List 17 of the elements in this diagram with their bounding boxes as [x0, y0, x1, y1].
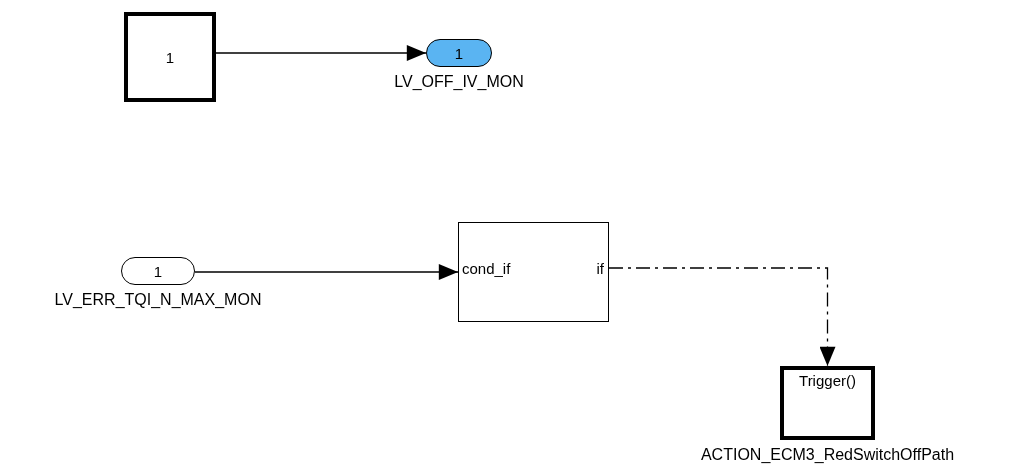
port-number: 1	[454, 44, 464, 62]
port-label: if	[596, 260, 604, 277]
port-label: cond_if	[462, 260, 511, 277]
constant-block	[124, 12, 216, 102]
block-name: LV_OFF_IV_MON	[394, 73, 524, 91]
block-name: LV_ERR_TQI_N_MAX_MON	[54, 291, 262, 309]
action-subsystem-block	[780, 366, 875, 440]
signal-arrow	[608, 267, 836, 367]
signal-arrow	[215, 45, 427, 61]
if-block	[458, 222, 609, 322]
trigger-port-label: Trigger()	[799, 372, 856, 389]
signal-arrow	[194, 264, 459, 280]
block-name: ACTION_ECM3_RedSwitchOffPath	[700, 446, 955, 464]
port-number: 1	[165, 48, 175, 66]
port-number: 1	[153, 262, 163, 280]
outport-block	[426, 39, 492, 67]
inport-block	[121, 257, 195, 285]
